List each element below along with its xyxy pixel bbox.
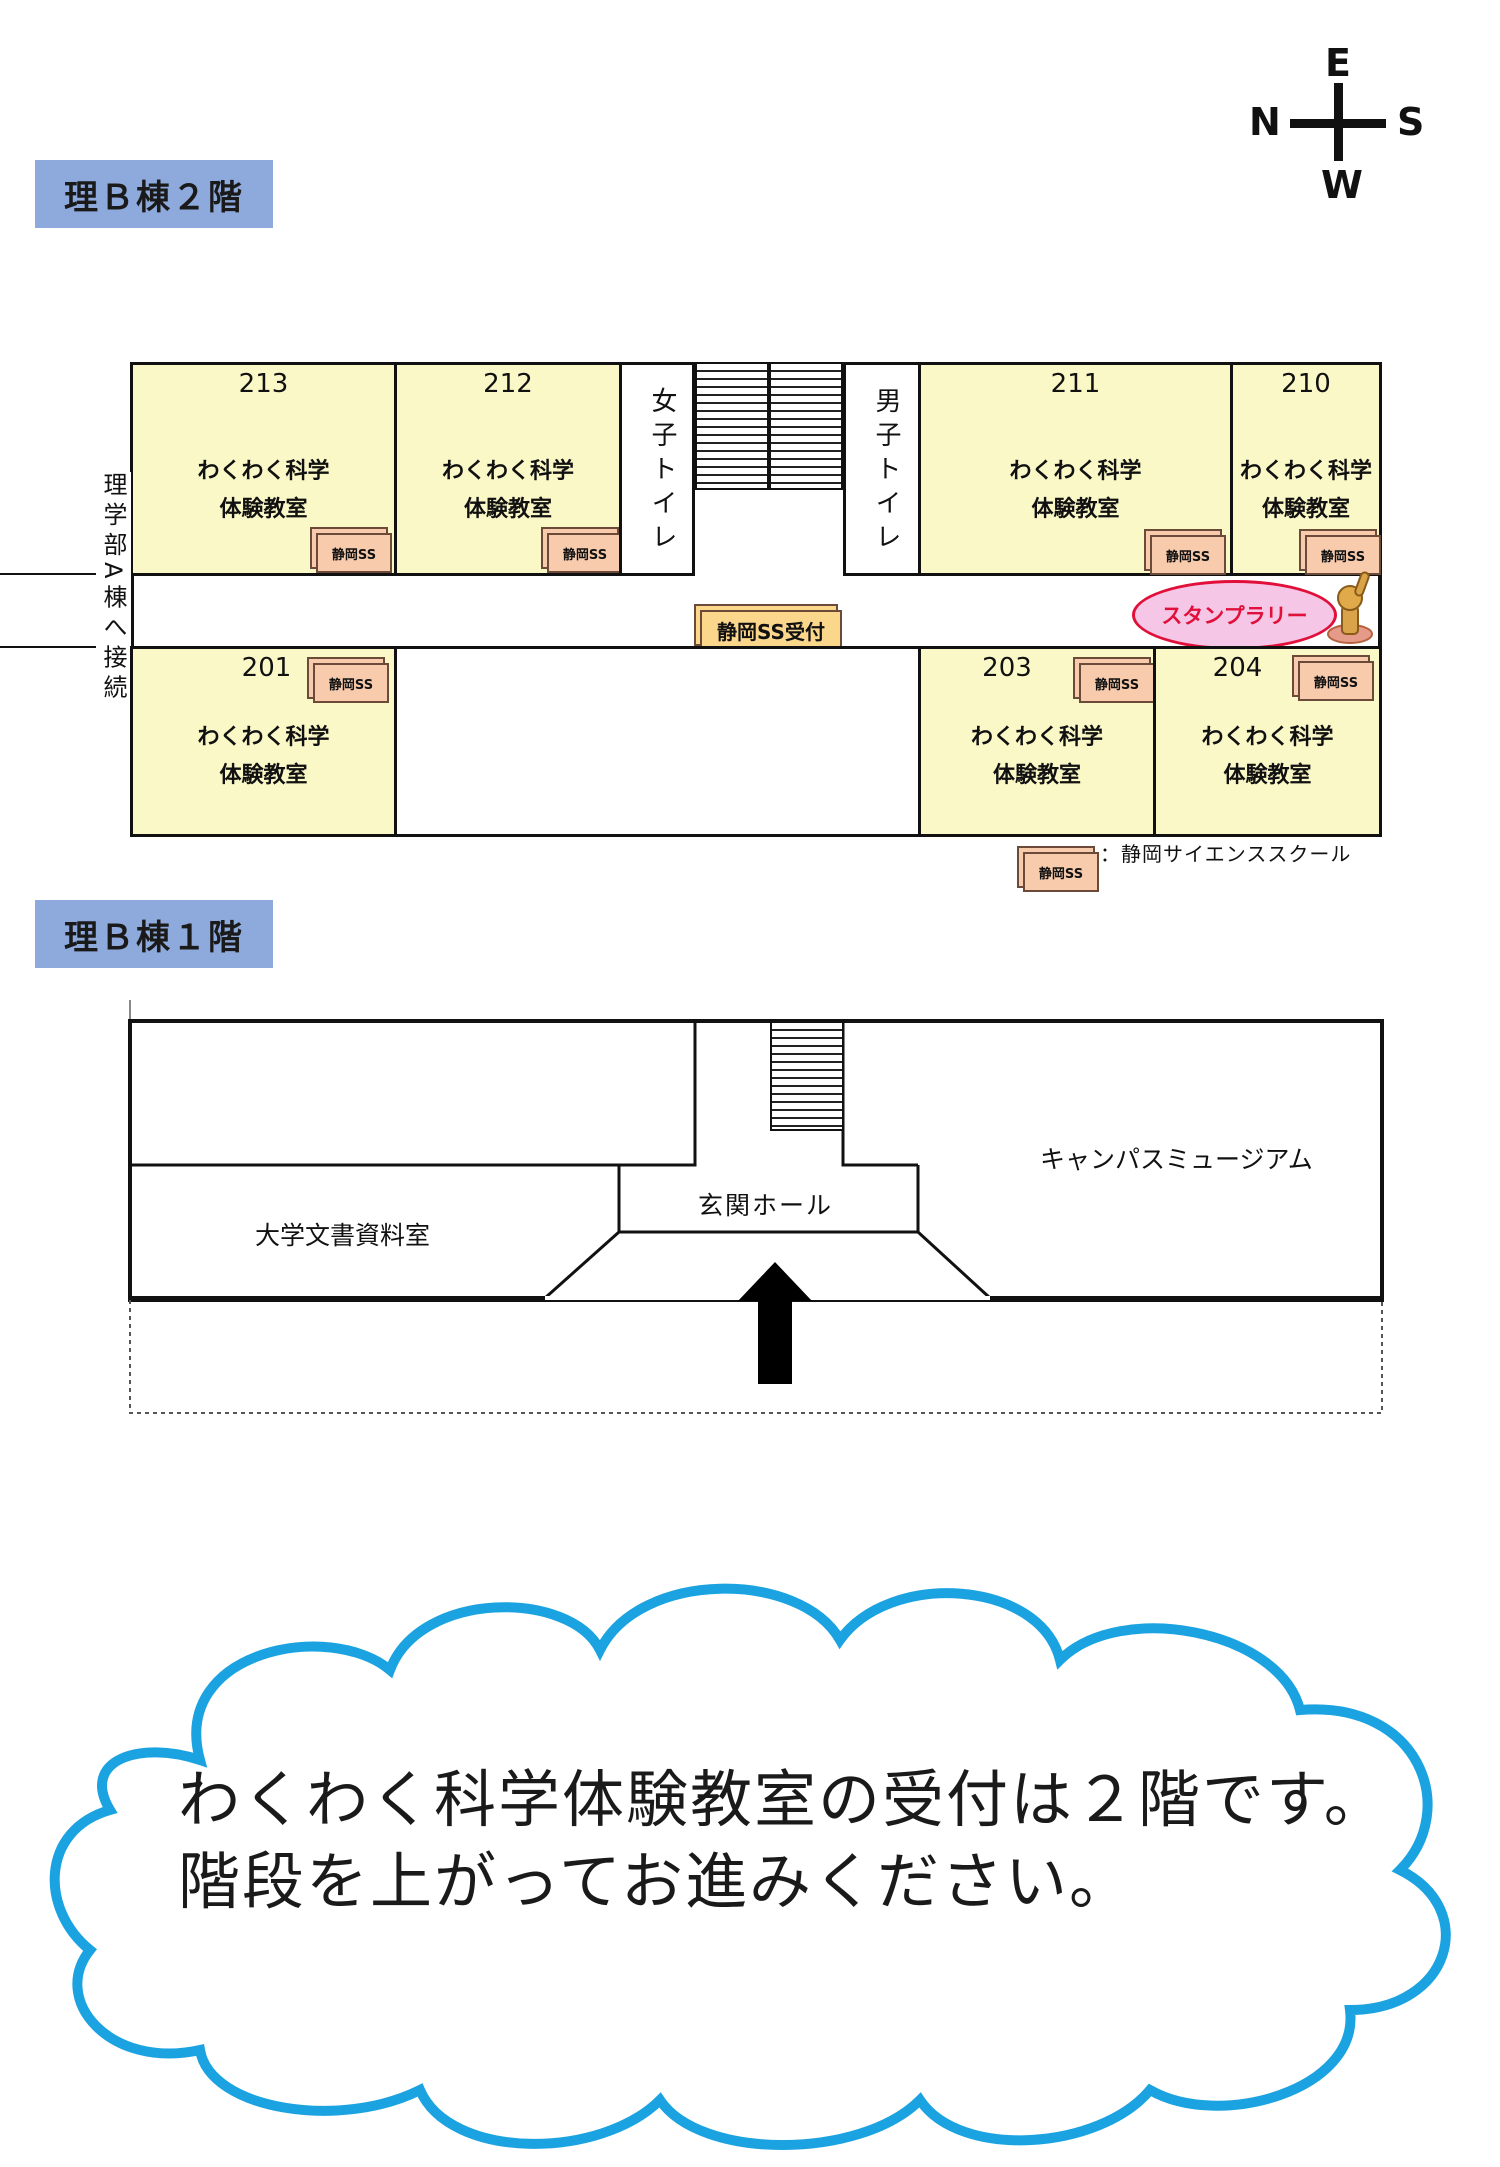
floor2-blank-area: [394, 646, 921, 837]
womens-toilet: 女子トイレ: [619, 362, 695, 576]
room-210: 210 わくわく科学体験教室 静岡SS: [1230, 362, 1382, 576]
room-name: 体験教室: [219, 497, 308, 522]
stamp-rally-marker: スタンプラリー: [1132, 580, 1337, 650]
room-211: 211 わくわく科学体験教室 静岡SS: [918, 362, 1233, 576]
cloud-shape: [49, 1583, 1451, 2150]
stairs-left: [695, 362, 769, 490]
room-212: 212 わくわく科学体験教室 静岡SS: [394, 362, 623, 576]
room-number: 211: [1050, 369, 1101, 399]
reception-label: 静岡SS受付: [717, 619, 825, 644]
room-number: 213: [238, 369, 289, 399]
connection-line-bottom: [0, 646, 130, 648]
compass-south: S: [1397, 100, 1425, 144]
ss-badge: 静岡SS: [547, 533, 623, 573]
room-number: 203: [982, 653, 1032, 683]
mens-toilet: 男子トイレ: [843, 362, 921, 576]
room-name: わくわく科学: [1201, 725, 1334, 750]
room-name: 体験教室: [992, 763, 1081, 788]
floor1-plan: [128, 1000, 1384, 1414]
legend-badge: 静岡SS: [1023, 852, 1099, 892]
floor1-stairs: [770, 1021, 844, 1131]
archives-label: 大学文書資料室: [255, 1221, 431, 1250]
ss-badge: 静岡SS: [1305, 535, 1381, 575]
room-name: わくわく科学: [970, 725, 1103, 750]
compass-north: N: [1249, 100, 1281, 144]
room-name: わくわく科学: [441, 459, 574, 484]
room-name: 体験教室: [219, 763, 308, 788]
room-201: 201 わくわく科学体験教室 静岡SS: [130, 646, 397, 837]
ss-badge: 静岡SS: [1298, 661, 1374, 701]
compass-east: E: [1325, 41, 1351, 85]
mens-toilet-label: 男子トイレ: [871, 387, 901, 557]
room-203: 203 わくわく科学体験教室 静岡SS: [918, 646, 1156, 837]
campus-museum-label: キャンパスミュージアム: [1040, 1145, 1313, 1174]
connection-line-top: [0, 573, 130, 575]
floor2-title: 理Ｂ棟２階: [35, 160, 273, 228]
room-name: 体験教室: [1261, 497, 1350, 522]
room-name: 体験教室: [1031, 497, 1120, 522]
compass-vertical-bar: [1334, 83, 1343, 161]
floor1-title: 理Ｂ棟１階: [35, 900, 273, 968]
stamp-rally-label: スタンプラリー: [1161, 604, 1308, 628]
connection-label: 理学部A棟へ接続: [96, 472, 131, 705]
room-name: 体験教室: [1223, 763, 1312, 788]
room-name: わくわく科学: [197, 725, 330, 750]
legend-text: ：静岡サイエンススクール: [1100, 842, 1352, 866]
room-204: 204 わくわく科学体験教室 静岡SS: [1153, 646, 1382, 837]
message-line2: 階段を上がってお進みください。: [178, 1845, 1134, 1918]
room-number: 210: [1281, 369, 1331, 399]
room-name: わくわく科学: [1009, 459, 1142, 484]
ss-badge: 静岡SS: [1079, 663, 1155, 703]
entrance-hall-label: 玄関ホール: [698, 1191, 834, 1220]
ss-badge: 静岡SS: [316, 533, 392, 573]
stamp-icon: [1327, 571, 1373, 644]
ss-badge: 静岡SS: [1150, 535, 1226, 575]
room-number: 212: [483, 369, 533, 399]
reception-box: 静岡SS受付: [700, 610, 842, 650]
room-name: 体験教室: [463, 497, 552, 522]
room-name: わくわく科学: [197, 459, 330, 484]
room-number: 204: [1212, 653, 1263, 683]
stairs-right: [769, 362, 843, 490]
ss-badge: 静岡SS: [313, 663, 389, 703]
compass: E N S W: [1245, 41, 1435, 207]
compass-west: W: [1321, 163, 1363, 207]
message-line1: わくわく科学体験教室の受付は２階です。: [178, 1763, 1388, 1836]
room-name: わくわく科学: [1239, 459, 1372, 484]
room-number: 201: [241, 653, 292, 683]
womens-toilet-label: 女子トイレ: [647, 387, 677, 557]
room-213: 213 わくわく科学体験教室 静岡SS: [130, 362, 397, 576]
